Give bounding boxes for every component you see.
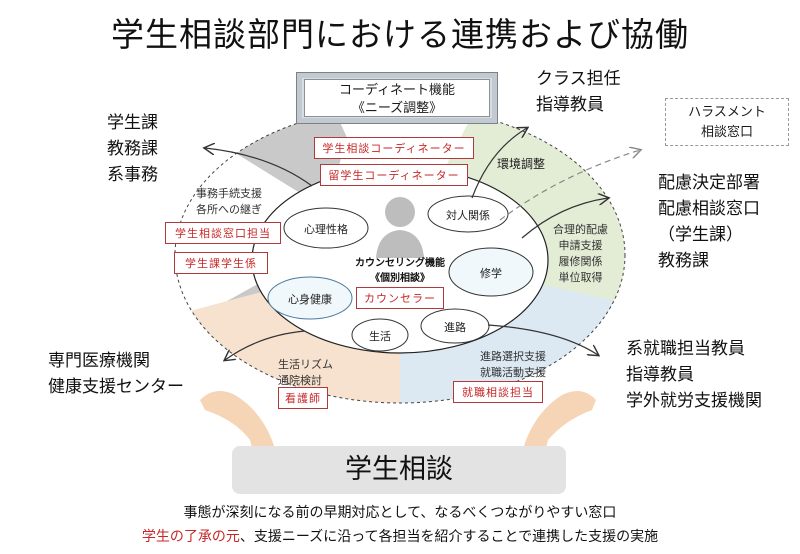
cloud-seikatsu <box>351 318 409 352</box>
coordinate-subtitle: 《ニーズ調整》 <box>351 101 443 116</box>
footer-consent: 学生の了承の元 <box>141 529 240 545</box>
cloud-shugaku <box>448 247 534 297</box>
external-hairyo: 配慮決定部署 配慮相談窓口 （学生課） 教務課 <box>658 173 760 271</box>
harassment-line1: ハラスメント <box>688 105 766 120</box>
counseling-title: カウンセリング機能 <box>355 258 445 269</box>
cloud-label-seikatsu: 生活 <box>369 330 391 343</box>
cloud-shinshin <box>267 276 353 320</box>
outer-dashed-ring <box>174 106 626 404</box>
gray-desc: 事務手続支援 各所への継ぎ <box>196 187 262 216</box>
external-iryo: 専門医療機関 健康支援センター <box>48 351 184 397</box>
coordinate-title: コーディネート機能 <box>338 83 456 98</box>
orange-desc: 生活リズム 通院検討 <box>278 358 333 387</box>
page-title: 学生相談部門における連携および協働 <box>111 15 689 54</box>
role-gakuseika-gakuseigakari: 学生課学生係 <box>174 252 268 274</box>
arrow-to-hairyo <box>521 198 608 239</box>
external-gakuseika: 学生課 教務課 系事務 <box>107 113 158 185</box>
counseling-subtitle: 《個別相談》 <box>370 273 430 284</box>
green-desc: 合理的配慮 申請支援 履修関係 単位取得 <box>553 223 608 284</box>
role-shushoku-soudan: 就職相談担当 <box>453 381 543 403</box>
counseling-function-label: カウンセリング機能 《個別相談》 <box>338 256 462 286</box>
footer-line2-rest: 、支援ニーズに沿って各担当を紹介することで連携した支援の実施 <box>239 529 659 545</box>
footer-line1: 事態が深刻になる前の早期対応として、なるべくつながりやすい窓口 <box>183 505 617 521</box>
arrow-to-shushoku <box>487 324 598 355</box>
cloud-shinro <box>420 308 490 344</box>
external-shushoku: 系就職担当教員 指導教員 学外就労支援機関 <box>626 339 762 411</box>
role-student-coordinator: 学生相談コーディネーター <box>314 137 474 159</box>
harassment-line2: 相談窓口 <box>700 125 753 140</box>
arrow-to-class-tannin <box>471 128 527 199</box>
student-consultation-box: 学生相談 <box>232 446 566 494</box>
cloud-shinri <box>283 207 369 249</box>
arrow-to-iryo <box>225 330 306 360</box>
harassment-consultation-box: ハラスメント 相談窓口 <box>665 98 789 146</box>
external-class-tannin: クラス担任 指導教員 <box>536 69 621 115</box>
footer-line2: 学生の了承の元、支援ニーズに沿って各担当を紹介することで連携した支援の実施 <box>0 526 800 546</box>
cloud-label-shinri: 心理性格 <box>304 223 348 236</box>
green-label-kankyo: 環境調整 <box>497 157 546 171</box>
cloud-label-taijin: 対人関係 <box>446 209 490 222</box>
blue-desc: 進路選択支援 就職活動支援 <box>480 350 546 379</box>
cloud-label-shinro: 進路 <box>444 321 466 334</box>
cloud-label-shinshin: 心身健康 <box>288 293 332 306</box>
arrow-to-gakuseika <box>205 148 313 187</box>
cloud-label-shugaku: 修学 <box>480 267 502 280</box>
role-madoguchi: 学生相談窓口担当 <box>165 222 281 244</box>
person-icon <box>376 197 424 258</box>
role-counselor: カウンセラー <box>356 287 444 309</box>
role-nurse: 看護師 <box>278 387 328 409</box>
role-intl-coordinator: 留学生コーディネーター <box>320 164 468 186</box>
coordinate-function-box: コーディネート機能 《ニーズ調整》 <box>296 72 498 124</box>
